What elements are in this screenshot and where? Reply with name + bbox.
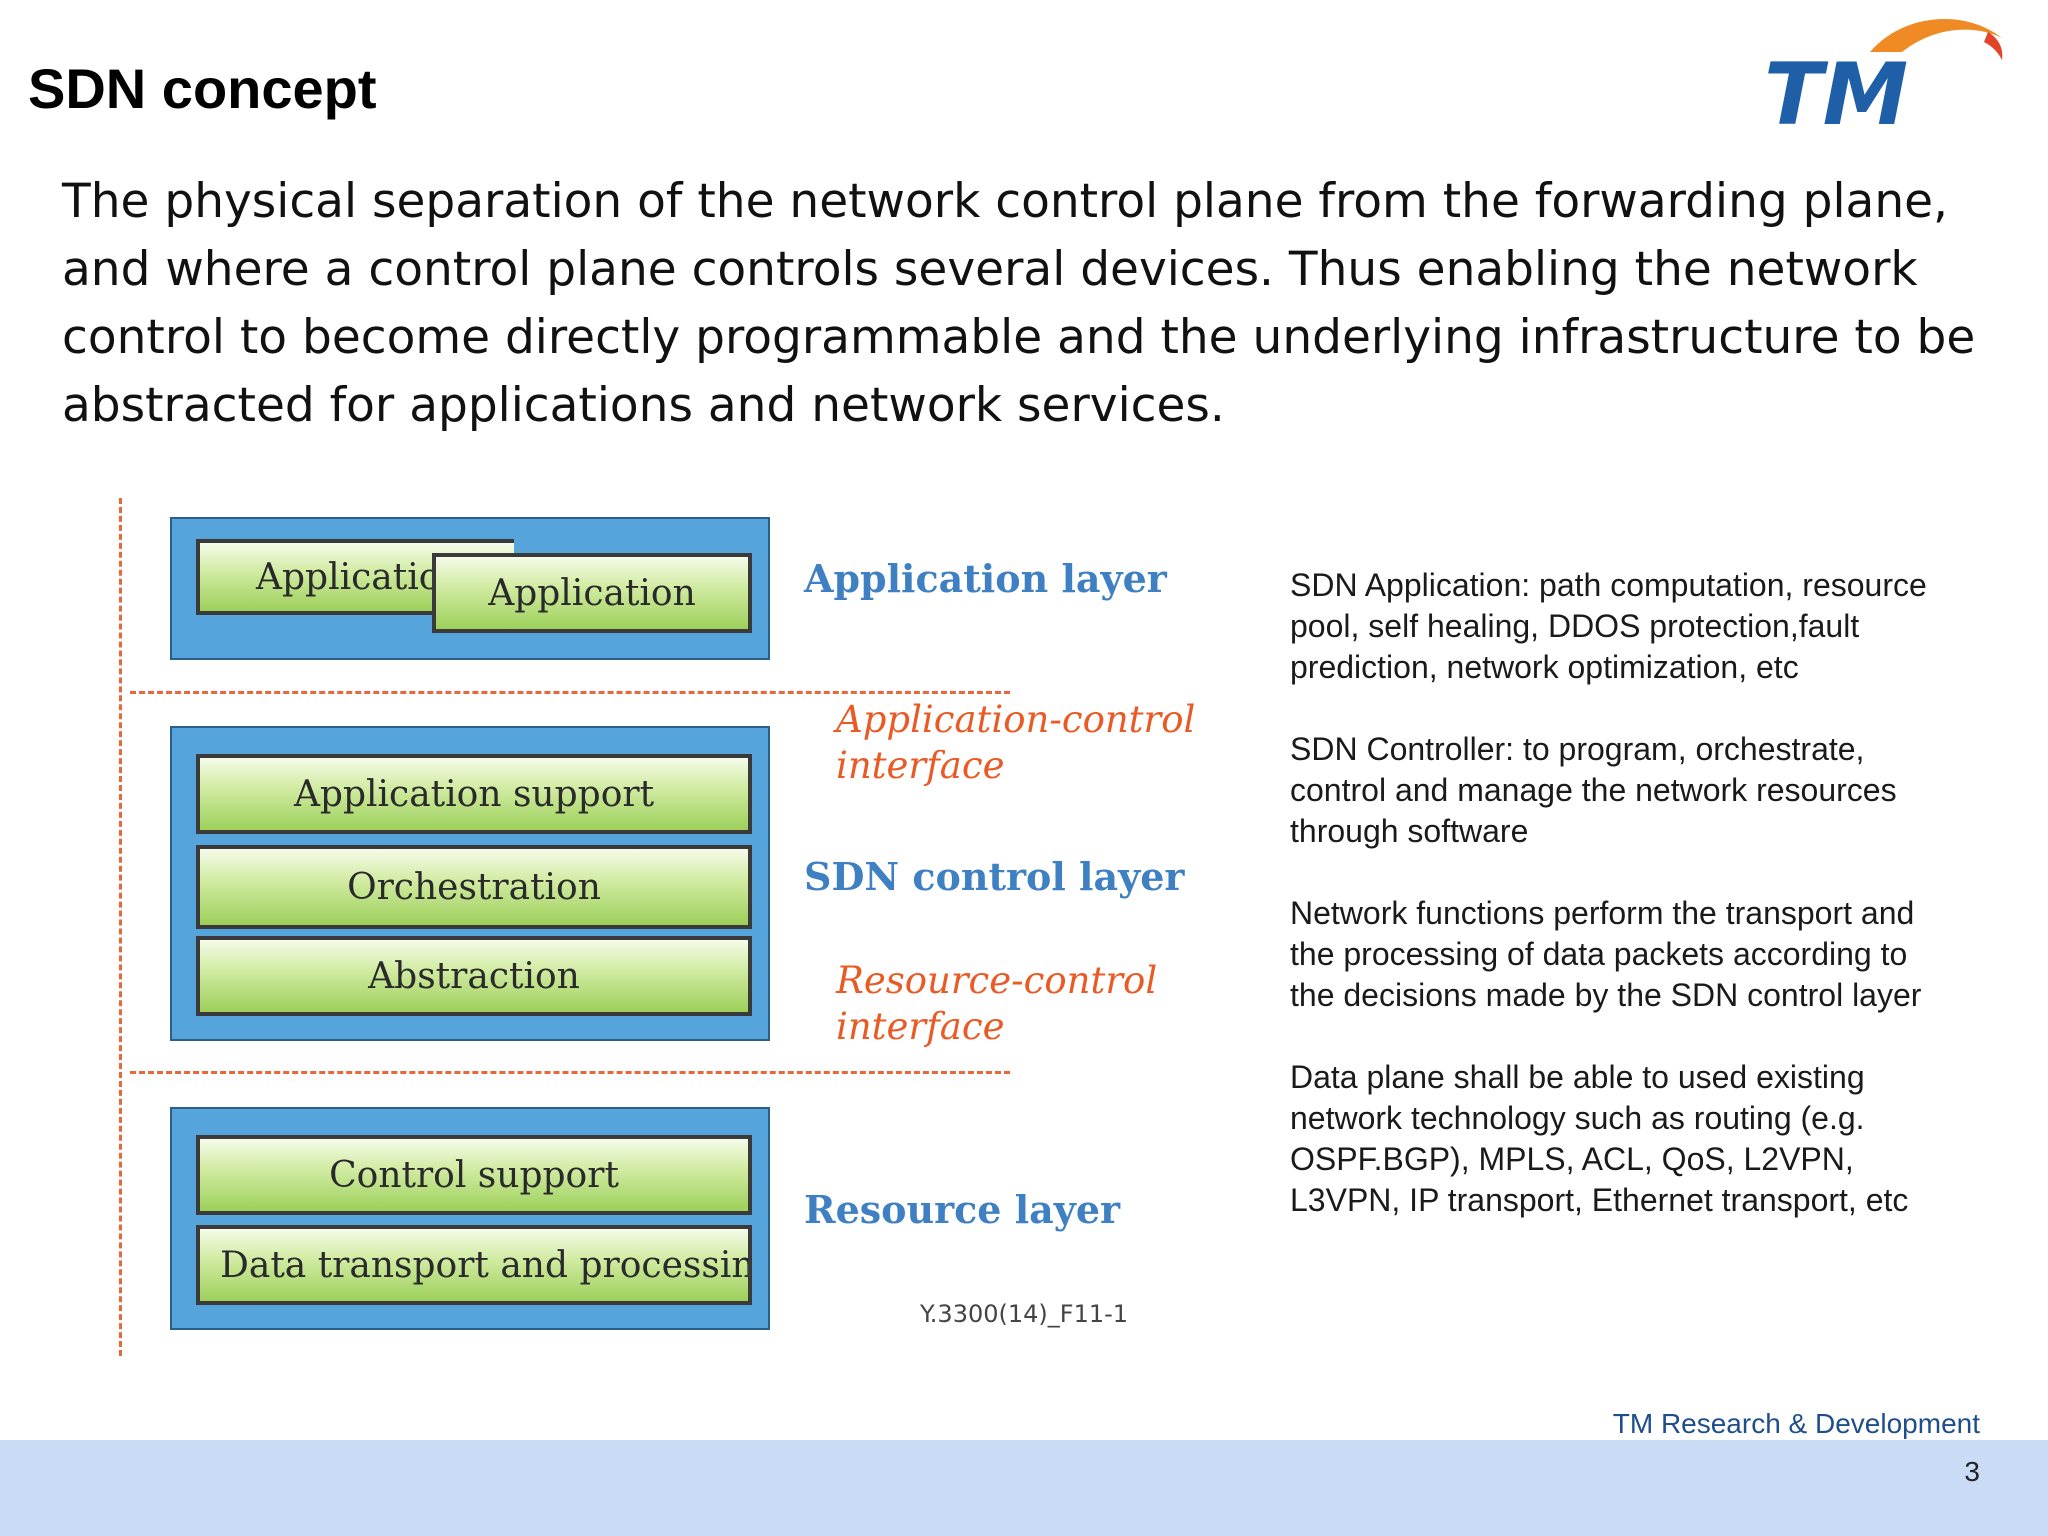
data-transport-block: Data transport and processing — [196, 1225, 752, 1305]
figure-code: Y.3300(14)_F11-1 — [920, 1300, 1129, 1328]
logo-text: TM — [1764, 45, 1908, 138]
resource-layer-label: Resource layer — [804, 1187, 1121, 1232]
sdn-control-layer-box: Application support Orchestration Abstra… — [170, 726, 770, 1041]
application-layer-box: Applicatio Application — [170, 517, 770, 660]
logo-swoosh-tail — [1984, 32, 2003, 60]
intro-text: The physical separation of the network c… — [62, 174, 1976, 433]
note-sdn-controller: SDN Controller: to program, orchestrate,… — [1290, 731, 1897, 849]
resource-control-interface-line2: interface — [836, 1005, 1005, 1048]
abstraction-block: Abstraction — [196, 936, 752, 1016]
app-control-interface-line1: Application-control — [836, 698, 1196, 741]
app-control-interface-label: Application-control interface — [836, 697, 1195, 789]
note-network-functions: Network functions perform the transport … — [1290, 895, 1922, 1013]
logo-swoosh — [1870, 18, 2002, 52]
resource-layer-box: Control support Data transport and proce… — [170, 1107, 770, 1330]
intro-paragraph: The physical separation of the network c… — [62, 168, 2022, 440]
page-number: 3 — [1964, 1456, 1980, 1487]
resource-control-interface-label: Resource-control interface — [836, 958, 1157, 1050]
orchestration-block: Orchestration — [196, 845, 752, 929]
left-dashed-boundary — [119, 498, 122, 1356]
note-data-plane: Data plane shall be able to used existin… — [1290, 1059, 1909, 1218]
resource-control-interface-line1: Resource-control — [836, 959, 1158, 1002]
footer-band — [0, 1440, 2048, 1536]
sdn-architecture-diagram: Applicatio Application Application layer… — [110, 490, 1210, 1360]
sdn-control-layer-label: SDN control layer — [804, 854, 1185, 899]
app-control-boundary-line — [130, 691, 1010, 694]
resource-control-boundary-line — [130, 1071, 1010, 1074]
footer-organization: TM Research & Development — [1612, 1408, 1980, 1439]
explanation-notes: SDN Application: path computation, resou… — [1290, 565, 1950, 1262]
application-support-block: Application support — [196, 754, 752, 834]
control-support-block: Control support — [196, 1135, 752, 1215]
application-layer-label: Application layer — [804, 556, 1167, 601]
application-block-front: Application — [432, 553, 752, 633]
note-sdn-application: SDN Application: path computation, resou… — [1290, 567, 1927, 685]
slide-title: SDN concept — [28, 57, 377, 120]
app-control-interface-line2: interface — [836, 744, 1005, 787]
tm-logo: TM — [1764, 18, 2003, 138]
